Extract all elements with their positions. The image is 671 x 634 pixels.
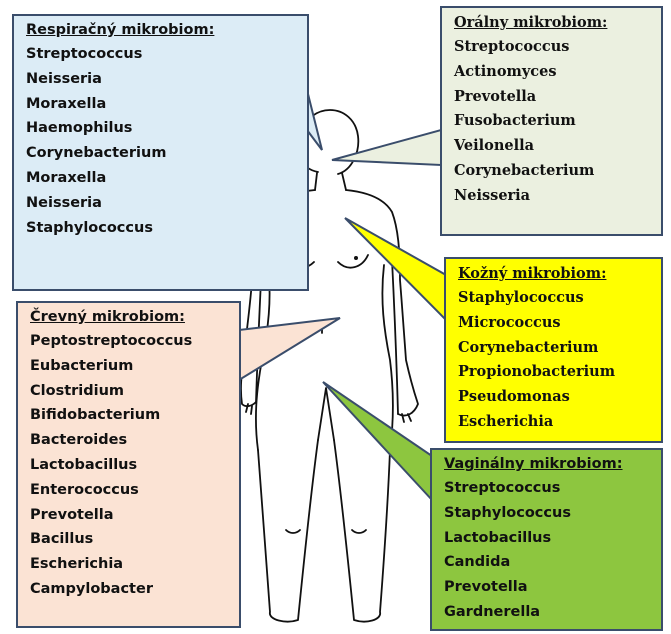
vaginal-title: Vaginálny mikrobiom:	[444, 456, 649, 472]
list-item: Corynebacterium	[454, 159, 649, 184]
list-item: Lactobacillus	[30, 453, 227, 478]
vaginal-list: Streptococcus Staphylococcus Lactobacill…	[444, 476, 649, 625]
list-item: Streptococcus	[454, 35, 649, 60]
list-item: Clostridium	[30, 379, 227, 404]
list-item: Moraxella	[26, 166, 295, 191]
list-item: Actinomyces	[454, 60, 649, 85]
list-item: Prevotella	[444, 575, 649, 600]
list-item: Lactobacillus	[444, 526, 649, 551]
list-item: Corynebacterium	[26, 141, 295, 166]
skin-pointer	[345, 218, 446, 320]
vaginal-microbiome-box: Vaginálny mikrobiom: Streptococcus Staph…	[430, 448, 663, 631]
list-item: Staphylococcus	[444, 501, 649, 526]
list-item: Prevotella	[454, 85, 649, 110]
list-item: Propionobacterium	[458, 360, 649, 385]
list-item: Neisseria	[26, 191, 295, 216]
gut-pointer	[239, 318, 340, 380]
skin-list: Staphylococcus Micrococcus Corynebacteri…	[458, 286, 649, 435]
list-item: Gardnerella	[444, 600, 649, 625]
list-item: Pseudomonas	[458, 385, 649, 410]
respiratory-pointer	[307, 90, 322, 150]
list-item: Corynebacterium	[458, 336, 649, 361]
list-item: Haemophilus	[26, 116, 295, 141]
list-item: Bacteroides	[30, 428, 227, 453]
list-item: Enterococcus	[30, 478, 227, 503]
list-item: Micrococcus	[458, 311, 649, 336]
list-item: Eubacterium	[30, 354, 227, 379]
gut-title: Črevný mikrobiom:	[30, 309, 227, 325]
respiratory-microbiome-box: Respiračný mikrobiom: Streptococcus Neis…	[12, 14, 309, 291]
list-item: Neisseria	[26, 67, 295, 92]
oral-title: Orálny mikrobiom:	[454, 14, 649, 31]
list-item: Bacillus	[30, 527, 227, 552]
list-item: Neisseria	[454, 184, 649, 209]
list-item: Veilonella	[454, 134, 649, 159]
list-item: Peptostreptococcus	[30, 329, 227, 354]
list-item: Campylobacter	[30, 577, 227, 602]
gut-list: Peptostreptococcus Eubacterium Clostridi…	[30, 329, 227, 602]
list-item: Staphylococcus	[26, 216, 295, 241]
oral-microbiome-box: Orálny mikrobiom: Streptococcus Actinomy…	[440, 6, 663, 236]
list-item: Escherichia	[458, 410, 649, 435]
skin-microbiome-box: Kožný mikrobiom: Staphylococcus Micrococ…	[444, 257, 663, 443]
list-item: Candida	[444, 550, 649, 575]
list-item: Bifidobacterium	[30, 403, 227, 428]
list-item: Staphylococcus	[458, 286, 649, 311]
gut-microbiome-box: Črevný mikrobiom: Peptostreptococcus Eub…	[16, 301, 241, 628]
list-item: Moraxella	[26, 92, 295, 117]
oral-list: Streptococcus Actinomyces Prevotella Fus…	[454, 35, 649, 209]
list-item: Escherichia	[30, 552, 227, 577]
skin-title: Kožný mikrobiom:	[458, 265, 649, 282]
respiratory-title: Respiračný mikrobiom:	[26, 22, 295, 38]
respiratory-list: Streptococcus Neisseria Moraxella Haemop…	[26, 42, 295, 240]
oral-pointer	[332, 130, 441, 165]
list-item: Fusobacterium	[454, 109, 649, 134]
list-item: Streptococcus	[444, 476, 649, 501]
list-item: Prevotella	[30, 503, 227, 528]
list-item: Streptococcus	[26, 42, 295, 67]
